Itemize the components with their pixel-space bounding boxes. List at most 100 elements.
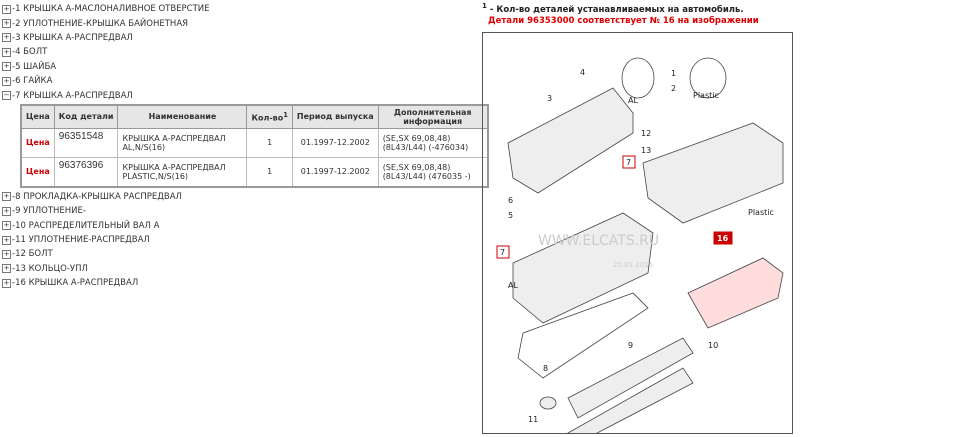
tree-node[interactable]: +-13 КОЛЬЦО-УПЛ	[2, 262, 489, 276]
expand-icon[interactable]: +	[2, 264, 11, 274]
callout-5: 5	[508, 211, 513, 220]
header-label: Дополнительная информация	[393, 107, 472, 126]
tree-node[interactable]: +-8 ПРОКЛАДКА-КРЫШКА РАСПРЕДВАЛ	[2, 190, 489, 204]
callout-11: 11	[528, 415, 538, 424]
callout-10: 10	[708, 341, 718, 350]
tree-node-label: -6 ГАЙКА	[12, 76, 53, 87]
callout-plastic: Plastic	[693, 91, 719, 100]
expand-icon[interactable]: +	[2, 76, 11, 86]
part-period: 01.1997-12.2002	[291, 156, 379, 188]
callout-6: 6	[508, 196, 513, 205]
camshaft-10	[567, 337, 694, 419]
tree-node-label: -13 КОЛЬЦО-УПЛ	[12, 263, 88, 274]
header-price: Цена	[20, 104, 55, 129]
expand-icon[interactable]: +	[2, 249, 11, 259]
price-link[interactable]: Цена	[20, 156, 55, 188]
callout-9: 9	[628, 341, 633, 350]
tree-node-label: -4 БОЛТ	[12, 47, 48, 58]
tree-node[interactable]: +-16 КРЫШКА А-РАСПРЕДВАЛ	[2, 276, 489, 290]
tree-node-label: -10 РАСПРЕДЕЛИТЕЛЬНЫЙ ВАЛ А	[12, 220, 160, 231]
expand-icon[interactable]: +	[2, 19, 11, 29]
table-row: Цена 96376396 КРЫШКА А-РАСПРЕДВАЛ PLASTI…	[20, 156, 489, 188]
callout-7: 7	[626, 158, 631, 167]
part-qty: 1	[246, 127, 293, 158]
part-name: КРЫШКА А-РАСПРЕДВАЛ PLASTIC,N/S(16)	[117, 156, 248, 188]
tree-node[interactable]: +-12 БОЛТ	[2, 247, 489, 261]
tree-node[interactable]: +-10 РАСПРЕДЕЛИТЕЛЬНЫЙ ВАЛ А	[2, 219, 489, 233]
header-period: Период выпуска	[291, 104, 379, 129]
header-label: Наименование	[148, 112, 217, 122]
tree-node[interactable]: +-2 УПЛОТНЕНИЕ-КРЫШКА БАЙОНЕТНАЯ	[2, 16, 489, 30]
diagram-match-note: Детали 96353000 соответствует № 16 на из…	[488, 16, 759, 26]
part-qty: 1	[246, 156, 293, 188]
expand-icon[interactable]: +	[2, 33, 11, 43]
expand-icon[interactable]: +	[2, 4, 11, 14]
expand-icon[interactable]: +	[2, 206, 11, 216]
gasket-8	[517, 292, 649, 379]
tree-node-label: -1 КРЫШКА А-МАСЛОНАЛИВНОЕ ОТВЕРСТИЕ	[12, 4, 210, 15]
tree-node-label: -7 КРЫШКА А-РАСПРЕДВАЛ	[12, 90, 133, 101]
tree-node[interactable]: +-5 ШАЙБА	[2, 60, 489, 74]
expand-icon[interactable]: +	[2, 192, 11, 202]
cover-3	[507, 87, 634, 194]
callout-13: 13	[641, 146, 651, 155]
callout-1: 1	[671, 69, 676, 78]
tree-node-label: -3 КРЫШКА А-РАСПРЕДВАЛ	[12, 32, 133, 43]
part-period: 01.1997-12.2002	[291, 127, 379, 158]
footnote-text: - Кол-во деталей устанавливаемых на авто…	[486, 4, 744, 15]
header-qty: Кол-во1	[246, 104, 293, 129]
cover-al	[512, 212, 654, 324]
callout-plastic: Plastic	[748, 208, 774, 217]
callout-al: AL	[508, 281, 518, 290]
price-link[interactable]: Цена	[20, 127, 55, 158]
part-name: КРЫШКА А-РАСПРЕДВАЛ AL,N/S(16)	[117, 127, 248, 158]
callout-16: 16	[717, 234, 729, 243]
camshaft-10b	[567, 367, 694, 437]
footnote-mark: 1	[482, 1, 487, 10]
tree-node[interactable]: +-6 ГАЙКА	[2, 74, 489, 88]
tree-node-label: -5 ШАЙБА	[12, 61, 57, 72]
tree-node-label: -11 УПЛОТНЕНИЕ-РАСПРЕДВАЛ	[12, 235, 150, 246]
header-sup: 1	[283, 110, 288, 119]
watermark: WWW.ELCATS.RU	[538, 233, 659, 249]
part-code: 96351548	[53, 127, 119, 158]
callout-3: 3	[547, 94, 552, 103]
part-info: (SE,SX 69,08,48) (8L43/L44) (476035 -)	[377, 156, 489, 188]
expand-icon[interactable]: +	[2, 221, 11, 231]
tree-node[interactable]: +-11 УПЛОТНЕНИЕ-РАСПРЕДВАЛ	[2, 233, 489, 247]
expand-icon[interactable]: +	[2, 235, 11, 245]
cover-16	[687, 257, 784, 329]
header-label: Кол-во	[251, 113, 284, 123]
tree-node[interactable]: +-3 КРЫШКА А-РАСПРЕДВАЛ	[2, 31, 489, 45]
callout-4: 4	[580, 68, 585, 77]
header-code: Код детали	[53, 104, 119, 129]
part-info: (SE,SX 69,08,48) (8L43/L44) (-476034)	[377, 127, 489, 158]
watermark-date: 25.01.2015	[613, 261, 653, 269]
callout-al: AL	[628, 96, 638, 105]
tree-node[interactable]: +-1 КРЫШКА А-МАСЛОНАЛИВНОЕ ОТВЕРСТИЕ	[2, 2, 489, 16]
collapse-icon[interactable]: −	[2, 91, 11, 101]
callout-2: 2	[671, 84, 676, 93]
tree-node[interactable]: −-7 КРЫШКА А-РАСПРЕДВАЛ	[2, 88, 489, 102]
header-label: Период выпуска	[296, 112, 374, 122]
parts-tree: +-1 КРЫШКА А-МАСЛОНАЛИВНОЕ ОТВЕРСТИЕ+-2 …	[2, 2, 489, 290]
table-row: Цена 96351548 КРЫШКА А-РАСПРЕДВАЛ AL,N/S…	[20, 127, 489, 158]
expand-icon[interactable]: +	[2, 62, 11, 72]
tree-node[interactable]: +-9 УПЛОТНЕНИЕ-	[2, 204, 489, 218]
header-info: Дополнительная информация	[377, 104, 489, 129]
tree-node-label: -9 УПЛОТНЕНИЕ-	[12, 206, 86, 217]
expand-icon[interactable]: +	[2, 47, 11, 57]
header-label: Цена	[26, 112, 50, 122]
tree-node-label: -2 УПЛОТНЕНИЕ-КРЫШКА БАЙОНЕТНАЯ	[12, 18, 189, 29]
part-code: 96376396	[53, 156, 119, 188]
tree-node-label: -12 БОЛТ	[12, 249, 53, 260]
cover-plastic	[642, 122, 784, 224]
tree-node-label: -16 КРЫШКА А-РАСПРЕДВАЛ	[12, 278, 139, 289]
tree-node[interactable]: +-4 БОЛТ	[2, 45, 489, 59]
tree-node-label: -8 ПРОКЛАДКА-КРЫШКА РАСПРЕДВАЛ	[12, 191, 182, 202]
expand-icon[interactable]: +	[2, 278, 11, 288]
callout-12: 12	[641, 129, 651, 138]
